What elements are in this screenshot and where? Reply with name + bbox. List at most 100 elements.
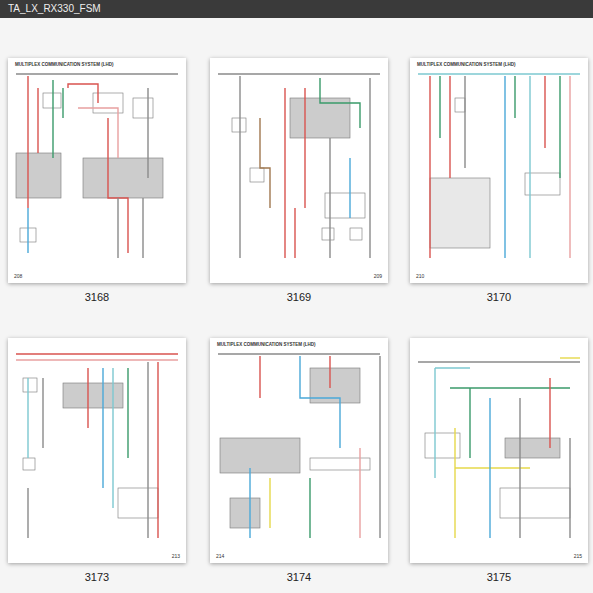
wire bbox=[529, 76, 530, 258]
wire bbox=[569, 76, 570, 258]
page-caption: 3170 bbox=[410, 291, 588, 304]
component-box bbox=[505, 438, 560, 458]
wire bbox=[429, 76, 430, 258]
component-box bbox=[290, 98, 350, 138]
wiring-schematic bbox=[8, 58, 186, 283]
wire bbox=[102, 368, 103, 488]
wire bbox=[157, 362, 158, 538]
wire bbox=[142, 198, 143, 258]
wire bbox=[147, 88, 148, 178]
wire bbox=[239, 76, 240, 258]
page-thumbnail: 2153175 bbox=[410, 338, 588, 563]
wire bbox=[439, 76, 440, 138]
page-caption: 3169 bbox=[210, 291, 388, 304]
page-thumbnail: MULTIPLEX COMMUNICATION SYSTEM (LHD)2143… bbox=[210, 338, 388, 563]
wire bbox=[469, 388, 470, 458]
component-box bbox=[43, 93, 61, 108]
wire bbox=[112, 368, 113, 508]
component-box bbox=[250, 168, 264, 182]
component-box bbox=[232, 118, 246, 132]
component-box bbox=[230, 498, 260, 528]
component-box bbox=[310, 458, 370, 470]
component-box bbox=[220, 438, 300, 473]
page-caption: 3175 bbox=[410, 571, 588, 584]
page-thumbnail: 2093169 bbox=[210, 58, 388, 283]
wire bbox=[68, 84, 98, 103]
wiring-schematic bbox=[410, 58, 588, 283]
wire bbox=[52, 80, 53, 158]
component-box bbox=[16, 153, 61, 198]
page-caption: 3174 bbox=[210, 571, 388, 584]
wire bbox=[329, 356, 330, 388]
page-number: 213 bbox=[172, 553, 180, 559]
wire bbox=[42, 378, 43, 448]
wire bbox=[249, 468, 250, 538]
wire bbox=[27, 76, 28, 208]
wire bbox=[519, 398, 520, 538]
wire bbox=[218, 353, 380, 354]
wire bbox=[560, 357, 580, 358]
wire bbox=[16, 353, 178, 354]
wire bbox=[349, 158, 350, 218]
wire bbox=[504, 76, 505, 258]
page-number: 210 bbox=[416, 273, 424, 279]
page-number: 208 bbox=[14, 273, 22, 279]
wire bbox=[27, 378, 28, 458]
wiring-schematic bbox=[410, 338, 588, 563]
component-box bbox=[63, 383, 123, 408]
wire bbox=[87, 368, 88, 428]
wire bbox=[27, 488, 28, 538]
wire bbox=[309, 478, 310, 538]
wire bbox=[449, 76, 450, 178]
component-box bbox=[350, 228, 362, 240]
window-title: TA_LX_RX330_FSM bbox=[0, 0, 593, 18]
page-number: 215 bbox=[574, 553, 582, 559]
wire bbox=[294, 208, 295, 258]
wire bbox=[37, 88, 38, 153]
component-box bbox=[133, 98, 153, 118]
wire bbox=[304, 88, 305, 208]
wire bbox=[218, 73, 380, 74]
wire bbox=[489, 398, 490, 538]
wire bbox=[569, 438, 570, 538]
component-box bbox=[325, 193, 365, 218]
wire bbox=[434, 368, 435, 478]
page-thumbnail: MULTIPLEX COMMUNICATION SYSTEM (LHD)2083… bbox=[8, 58, 186, 283]
page-heading: MULTIPLEX COMMUNICATION SYSTEM (LHD) bbox=[15, 62, 114, 67]
wire bbox=[260, 118, 270, 208]
wire bbox=[549, 378, 550, 448]
wiring-schematic bbox=[210, 338, 388, 563]
wire bbox=[559, 76, 560, 178]
wire bbox=[284, 88, 285, 258]
wire bbox=[78, 108, 118, 158]
wire bbox=[127, 368, 128, 458]
wire bbox=[455, 467, 530, 468]
wire bbox=[27, 208, 28, 253]
wire bbox=[329, 138, 330, 258]
page-caption: 3173 bbox=[8, 571, 186, 584]
wire bbox=[435, 367, 470, 368]
wire bbox=[300, 356, 340, 448]
wire bbox=[320, 78, 360, 128]
page-number: 209 bbox=[374, 273, 382, 279]
wire bbox=[369, 78, 370, 258]
window-title-bar: TA_LX_RX330_FSM bbox=[0, 0, 593, 18]
page-heading: MULTIPLEX COMMUNICATION SYSTEM (LHD) bbox=[217, 342, 316, 347]
wire bbox=[418, 73, 580, 74]
page-caption: 3168 bbox=[8, 291, 186, 304]
page-thumbnail: 2133173 bbox=[8, 338, 186, 563]
component-box bbox=[23, 458, 35, 470]
wire bbox=[514, 76, 515, 118]
page-number: 214 bbox=[216, 553, 224, 559]
wire bbox=[16, 73, 178, 74]
wire bbox=[259, 356, 260, 398]
wire bbox=[464, 76, 465, 168]
page-heading: MULTIPLEX COMMUNICATION SYSTEM (LHD) bbox=[417, 62, 516, 67]
component-box bbox=[455, 98, 465, 112]
wire bbox=[544, 76, 545, 148]
wire bbox=[16, 359, 178, 360]
wire bbox=[418, 361, 580, 362]
component-box bbox=[500, 488, 570, 518]
component-box bbox=[118, 488, 158, 518]
wire bbox=[62, 88, 63, 118]
